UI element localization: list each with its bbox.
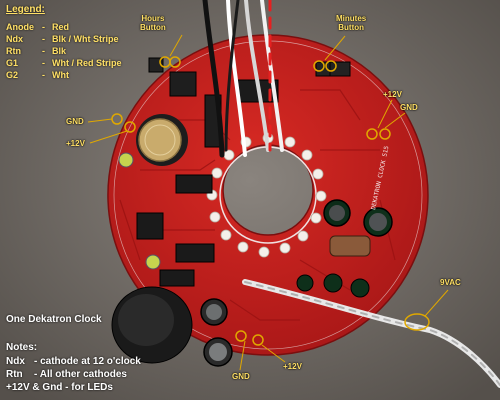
caption: One Dekatron Clock [6, 314, 102, 325]
piezo-buzzer [111, 286, 193, 364]
vac-label: 9VAC [440, 278, 461, 287]
note-rtn: Rtn- All other cathodes [6, 369, 127, 380]
plus12v-left-label: +12V [66, 139, 85, 148]
gnd-left-label: GND [66, 117, 84, 126]
wire-bundle [202, 0, 284, 158]
gnd-bottom-label: GND [232, 372, 250, 381]
plus12v-bottom-label: +12V [283, 362, 302, 371]
legend-row-rtn: Rtn-Blk [6, 46, 67, 56]
plus12v-right-label: +12V [383, 90, 402, 99]
legend-title: Legend: [6, 4, 45, 15]
legend-row-g1: G1-Wht / Red Stripe [6, 58, 122, 68]
notes-title: Notes: [6, 342, 38, 353]
tube-socket-pins [206, 132, 327, 258]
callout-lines [87, 34, 449, 371]
inductor [329, 235, 371, 257]
ac-power-cord [242, 279, 500, 388]
legend-row-g2: G2-Wht [6, 70, 69, 80]
legend-row-ndx: Ndx-Blk / Wht Stripe [6, 34, 119, 44]
note-leds: +12V & Gnd - for LEDs [6, 382, 113, 393]
legend-row-anode: Anode-Red [6, 22, 70, 32]
note-ndx: Ndx- cathode at 12 o'clock [6, 356, 141, 367]
gnd-right-label: GND [400, 103, 418, 112]
capacitors [118, 152, 393, 367]
coin-battery [136, 114, 188, 166]
